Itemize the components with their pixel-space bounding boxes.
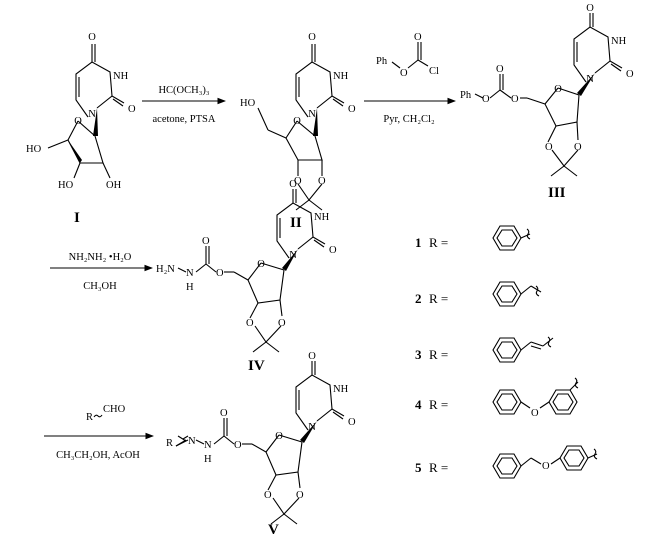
condition-step2-bottom: Pyr, CH₂Cl₂ — [383, 114, 435, 125]
compound-label-iii: III — [548, 185, 566, 201]
atom-o: O — [275, 431, 283, 442]
atom-nh: NH — [333, 384, 349, 395]
atom-h: H — [204, 454, 212, 465]
r-group-label: R = — [429, 235, 448, 250]
r-group-number: 4 — [415, 397, 422, 412]
atom-o: O — [74, 116, 82, 127]
atom-o: O — [308, 32, 316, 43]
atom-ph: Ph — [460, 90, 472, 101]
atom-n: N — [289, 250, 297, 261]
atom-o: O — [586, 3, 594, 14]
atom-h2n: H₂N — [156, 264, 175, 275]
condition-step3-top: NH₂NH₂ •H₂O — [69, 252, 132, 263]
r-group-number: 5 — [415, 460, 422, 475]
phenyl-chloroformate-reagent — [391, 42, 429, 69]
atom-o: O — [348, 104, 356, 115]
compound-i-structure — [47, 44, 125, 179]
atom-ho: HO — [58, 180, 74, 191]
r-group-number: 3 — [415, 347, 422, 362]
atom-ho: HO — [240, 98, 256, 109]
atom-n: N — [88, 109, 96, 120]
atom-o: O — [348, 417, 356, 428]
atom-o: O — [294, 176, 302, 187]
atom-h: H — [186, 282, 194, 293]
atom-ho: HO — [26, 144, 42, 155]
atom-o: O — [414, 32, 422, 43]
atom-o: O — [293, 116, 301, 127]
atom-o: O — [128, 104, 136, 115]
r-group-number: 2 — [415, 291, 422, 306]
compound-label-v: V — [268, 522, 279, 538]
atom-n: N — [188, 436, 196, 447]
wavy-bond — [93, 414, 103, 418]
atom-o: O — [511, 94, 519, 105]
atom-o: O — [318, 176, 326, 187]
atom-o: O — [308, 351, 316, 362]
r-group-row-4: 4 R = — [415, 377, 579, 415]
atom-o: O — [278, 318, 286, 329]
atom-r: R — [86, 412, 93, 423]
atom-n: N — [586, 74, 594, 85]
r-group-row-5: 5 R = — [415, 445, 598, 479]
atom-o: O — [531, 408, 539, 419]
atom-nh: NH — [113, 71, 129, 82]
atom-nh: NH — [333, 71, 349, 82]
atom-o: O — [329, 245, 337, 256]
r-group-row-1: 1 R = — [415, 225, 531, 251]
condition-step1-bottom: acetone, PTSA — [153, 114, 216, 125]
atom-o: O — [542, 461, 550, 472]
atom-o: O — [400, 68, 408, 79]
atom-o: O — [574, 142, 582, 153]
condition-step3-bottom: CH₃OH — [83, 281, 117, 292]
compound-label-i: I — [74, 210, 80, 226]
atom-o: O — [257, 259, 265, 270]
r-group-row-3: 3 R = — [415, 336, 554, 363]
atom-nh: NH — [611, 36, 627, 47]
condition-step4-bottom: CH₃CH₂OH, AcOH — [56, 450, 140, 461]
condition-step1-top: HC(OCH₃)₃ — [158, 85, 209, 96]
atom-o: O — [626, 69, 634, 80]
atom-r: R — [166, 438, 173, 449]
atom-n: N — [308, 422, 316, 433]
atom-n: N — [204, 440, 212, 451]
atom-cho: CHO — [103, 404, 126, 415]
r-group-row-2: 2 R = — [415, 281, 542, 307]
atom-n: N — [308, 109, 316, 120]
atom-o: O — [264, 490, 272, 501]
compound-v-structure — [175, 361, 345, 525]
atom-o: O — [246, 318, 254, 329]
atom-o: O — [545, 142, 553, 153]
atom-nh: NH — [314, 212, 330, 223]
compound-iv-structure — [177, 189, 326, 353]
atom-o: O — [202, 236, 210, 247]
r-group-label: R = — [429, 347, 448, 362]
atom-n: N — [186, 268, 194, 279]
compound-label-ii: II — [290, 215, 302, 231]
atom-o: O — [220, 408, 228, 419]
atom-o: O — [289, 179, 297, 190]
r-group-label: R = — [429, 291, 448, 306]
atom-o: O — [234, 440, 242, 451]
atom-o: O — [496, 64, 504, 75]
r-group-label: R = — [429, 397, 448, 412]
compound-iii-structure — [474, 13, 623, 177]
atom-o: O — [554, 84, 562, 95]
compound-label-iv: IV — [248, 358, 265, 374]
r-group-label: R = — [429, 460, 448, 475]
atom-o: O — [482, 94, 490, 105]
atom-cl: Cl — [429, 66, 439, 77]
r-group-number: 1 — [415, 235, 422, 250]
atom-o: O — [216, 268, 224, 279]
atom-ph: Ph — [376, 56, 388, 67]
atom-o: O — [88, 32, 96, 43]
compound-ii-structure — [257, 44, 345, 211]
atom-o: O — [296, 490, 304, 501]
atom-oh: OH — [106, 180, 122, 191]
